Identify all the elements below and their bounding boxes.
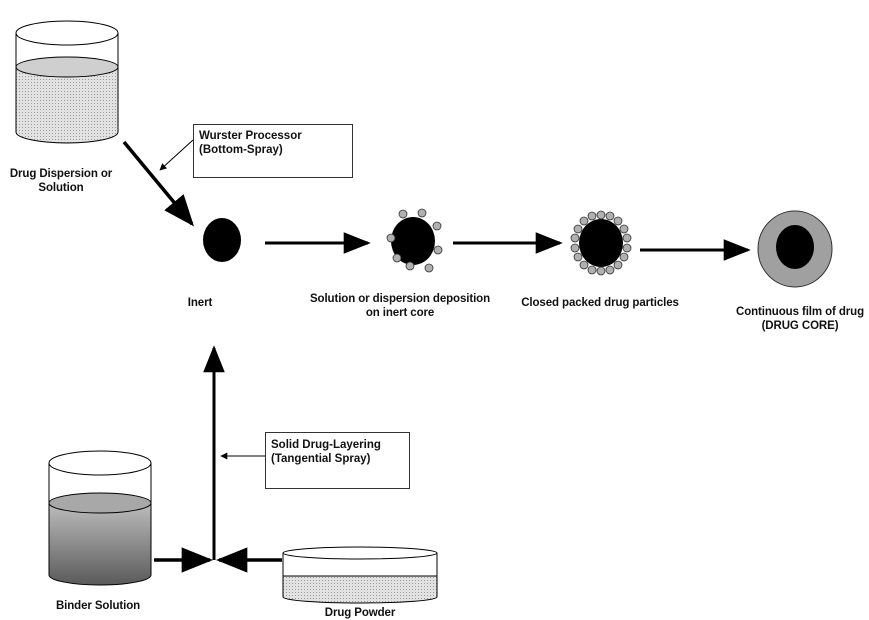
drug-powder-dish <box>282 546 438 604</box>
inert-core <box>203 218 241 262</box>
deposition-label: Solution or dispersion deposition on ine… <box>309 293 491 319</box>
wurster-box: Wurster Processor (Bottom-Spray) <box>193 124 353 178</box>
binder-beaker <box>48 450 152 586</box>
binder-label: Binder Solution <box>55 600 141 612</box>
drug-core <box>757 210 833 288</box>
drug-dispersion-beaker <box>15 20 119 144</box>
drug-dispersion-label: Drug Dispersion or Solution <box>9 168 113 194</box>
wurster-pointer <box>159 139 194 171</box>
closed-packed-label: Closed packed drug particles <box>521 297 679 309</box>
spray-arrow <box>122 140 195 227</box>
solid-layering-box: Solid Drug-Layering (Tangential Spray) <box>265 432 410 489</box>
inert-label: Inert <box>187 297 213 309</box>
closed-packed-particle <box>570 210 632 276</box>
deposition-particle <box>386 208 443 273</box>
drug-powder-label: Drug Powder <box>324 607 396 619</box>
continuous-film-label: Continuous film of drug (DRUG CORE) <box>736 306 865 332</box>
